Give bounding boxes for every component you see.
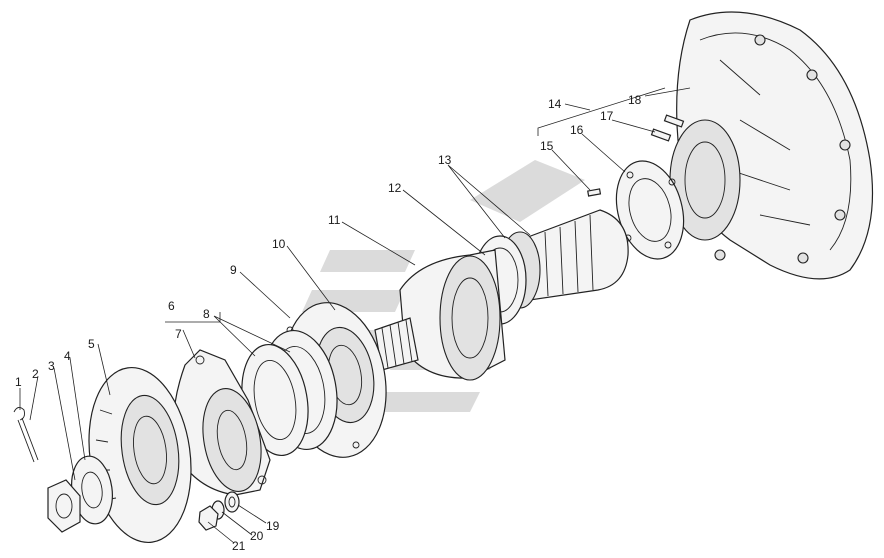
- bearings-part-8: [241, 329, 338, 457]
- label-part-6: 6: [168, 299, 175, 313]
- housing-part-18: [669, 11, 874, 280]
- label-part-20: 20: [250, 529, 264, 543]
- label-part-17: 17: [600, 109, 614, 123]
- label-part-12: 12: [388, 181, 402, 195]
- washer-part-19: [224, 491, 240, 513]
- hub-part-7: [173, 349, 271, 496]
- label-part-5: 5: [88, 337, 95, 351]
- part-labels: 1 2 3 4 5 6 7 8 9 10 11 12 13 14 15 16 1…: [15, 93, 642, 553]
- leader-lines: [19, 87, 691, 544]
- pin-part-15: [587, 188, 602, 197]
- disc-part-5: [88, 366, 192, 544]
- label-part-16: 16: [570, 123, 584, 137]
- label-part-21: 21: [232, 539, 246, 553]
- label-part-4: 4: [64, 349, 71, 363]
- washer-part-4: [71, 455, 113, 525]
- label-part-1: 1: [15, 375, 22, 389]
- label-part-7: 7: [175, 327, 182, 341]
- label-part-10: 10: [272, 237, 286, 251]
- sleeve-part-11: [374, 249, 506, 381]
- splined-shaft-part-13: [473, 209, 629, 325]
- label-part-14: 14: [548, 97, 562, 111]
- label-part-13: 13: [438, 153, 452, 167]
- label-part-2: 2: [32, 367, 39, 381]
- clip-part-1: [13, 407, 25, 421]
- cotter-pin-part-2: [17, 417, 39, 463]
- nut-part-3: [47, 479, 81, 533]
- studs-part-17: [650, 114, 685, 142]
- nut-part-21: [198, 505, 219, 531]
- label-part-19: 19: [266, 519, 280, 533]
- label-part-8: 8: [203, 307, 210, 321]
- gasket-part-16: [615, 160, 685, 260]
- label-part-15: 15: [540, 139, 554, 153]
- label-part-9: 9: [230, 263, 237, 277]
- label-part-3: 3: [48, 359, 55, 373]
- label-part-11: 11: [328, 213, 341, 227]
- label-part-18: 18: [628, 93, 642, 107]
